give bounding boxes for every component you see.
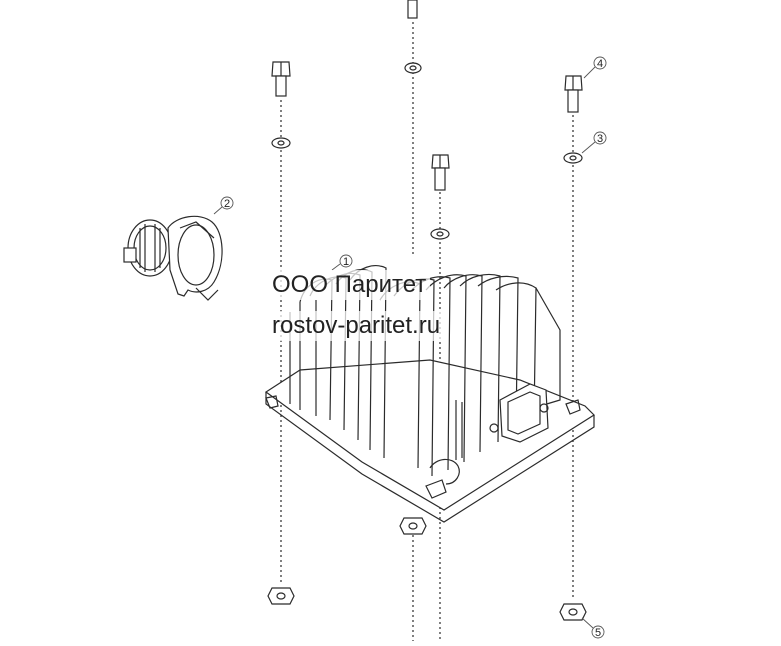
nut-left-lower [267,587,295,605]
callout-4-label: 4 [597,58,603,70]
power-socket [123,215,223,301]
assembly-lines [280,22,574,641]
callout-3-label: 3 [597,133,603,145]
watermark-company-name: ООО Паритет [268,270,431,300]
nut-center-lower [399,517,427,535]
callout-5-label: 5 [595,627,601,639]
washer-center [430,228,450,240]
nut-right-lower [559,603,587,621]
washer-right [563,152,583,164]
callout-3: 3 [581,131,607,154]
bolt-center [431,154,450,191]
callouts: 1 2 3 4 5 [213,56,607,639]
callout-5: 5 [581,617,605,639]
top-bolt [407,0,418,19]
callout-1: 1 [331,254,353,271]
callout-1-label: 1 [343,256,349,268]
bolt-left [271,61,291,97]
control-unit [264,265,595,523]
callout-2-label: 2 [224,198,230,210]
watermark-website: rostov-paritet.ru [268,311,445,341]
callout-2: 2 [213,196,234,215]
washer-top-center [404,62,422,74]
washer-left [271,137,291,149]
bolt-right [564,75,583,113]
callout-4: 4 [583,56,607,79]
